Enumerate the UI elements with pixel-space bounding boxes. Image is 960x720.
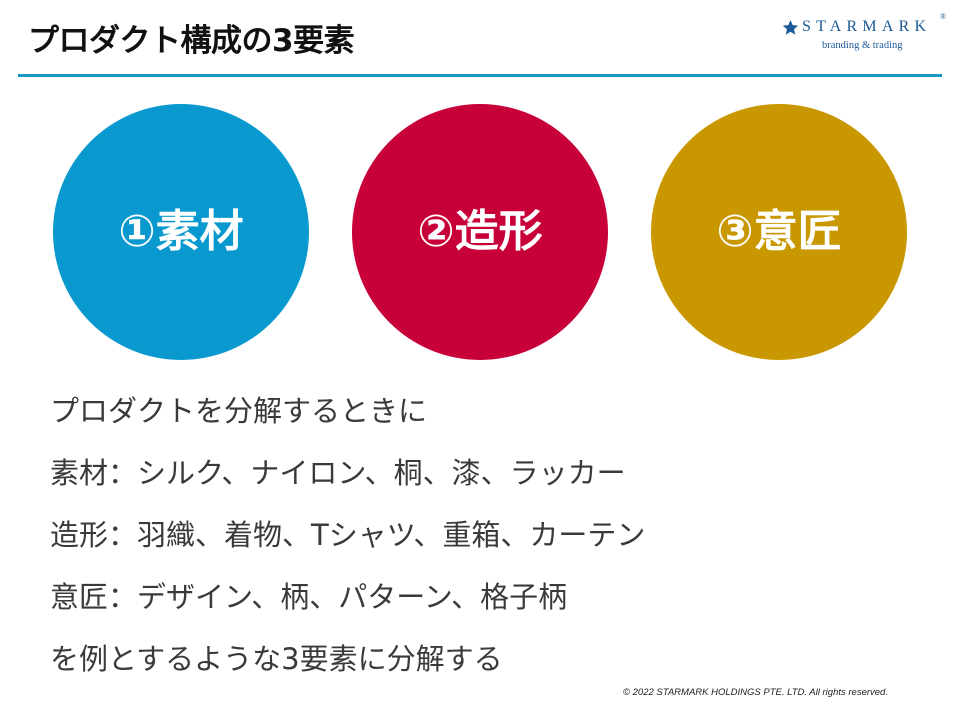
- element-label-design: ③意匠: [716, 206, 842, 257]
- copyright-footer: © 2022 STARMARK HOLDINGS PTE. LTD. All r…: [623, 687, 888, 698]
- design-examples-line: 意匠：デザイン、柄、パターン、格子柄: [50, 580, 568, 614]
- body-text: プロダクトを分解するときに 素材：シルク、ナイロン、桐、漆、ラッカー 造形：羽織…: [50, 380, 930, 690]
- material-examples-line: 素材：シルク、ナイロン、桐、漆、ラッカー: [50, 456, 626, 490]
- element-circle-form: ②造形: [352, 104, 608, 360]
- logo-wordmark-row: STARMARK: [782, 15, 931, 39]
- element-circle-design: ③意匠: [651, 104, 907, 360]
- conclusion-line: を例とするような3要素に分解する: [50, 642, 503, 676]
- form-examples-line: 造形：羽織、着物、Tシャツ、重箱、カーテン: [50, 518, 646, 552]
- intro-line: プロダクトを分解するときに: [50, 394, 428, 428]
- element-circle-material: ①素材: [53, 104, 309, 360]
- registered-mark: ®: [940, 12, 947, 21]
- element-label-form: ②造形: [417, 206, 543, 257]
- logo-tagline: branding & trading: [822, 40, 903, 51]
- star-icon: [782, 19, 799, 35]
- page-title: プロダクト構成の3要素: [28, 23, 355, 59]
- logo-name: STARMARK: [802, 18, 932, 35]
- starmark-logo: STARMARK ® branding & trading: [782, 12, 950, 55]
- header-divider: [18, 74, 942, 77]
- element-label-material: ①素材: [118, 206, 244, 257]
